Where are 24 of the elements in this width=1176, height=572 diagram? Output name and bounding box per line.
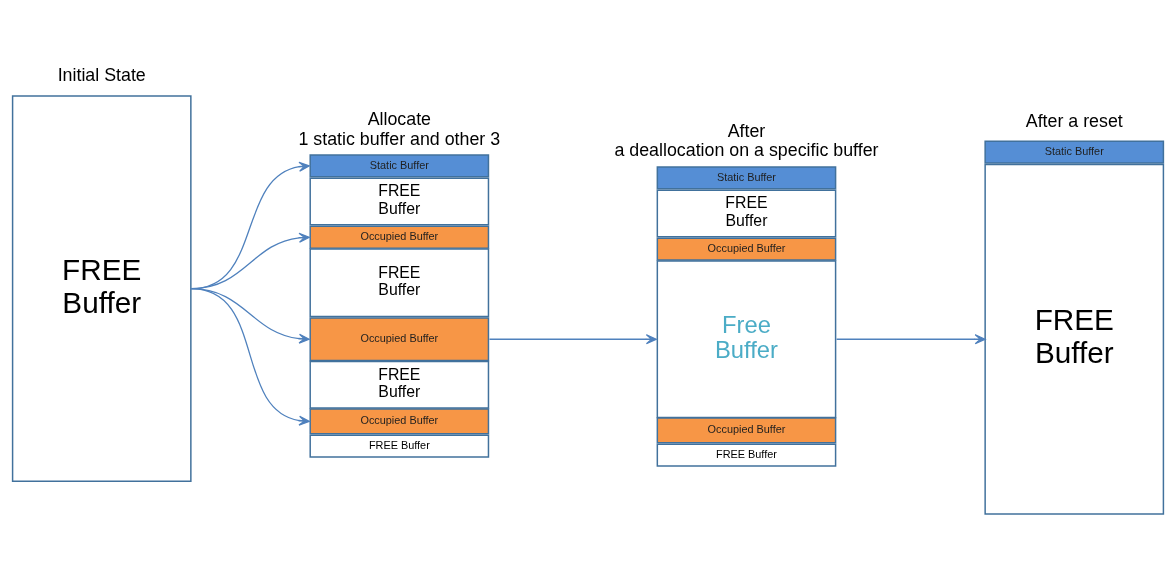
arrow [835,333,986,344]
node-box: Occupied Buffer [656,416,837,443]
label: After a deallocation on a specific buffer [614,120,879,160]
arrow [488,333,657,344]
node-box: Occupied Buffer [656,236,837,261]
node-box: FREE Buffer [656,188,837,237]
node-box: Occupied Buffer [309,316,490,361]
node-box: FREE Buffer [309,360,490,409]
label: After a reset [1025,110,1123,131]
node-box: Free Buffer [656,259,837,418]
node-box: FREE Buffer [984,163,1165,515]
node-box: Occupied Buffer [309,225,490,249]
node-box: Static Buffer [656,165,837,189]
node-box: FREE Buffer [656,442,837,467]
node-box: FREE Buffer [309,247,490,317]
node-box: Static Buffer [984,139,1165,164]
node-box: Occupied Buffer [309,407,490,435]
label: Initial State [57,64,146,85]
node-box: Static Buffer [309,153,490,178]
node-box: FREE Buffer [309,434,490,458]
arrow [190,287,310,426]
label: Allocate 1 static buffer and other 3 [298,108,501,149]
node-box: FREE Buffer [309,177,490,226]
node-box: FREE Buffer [11,94,192,482]
